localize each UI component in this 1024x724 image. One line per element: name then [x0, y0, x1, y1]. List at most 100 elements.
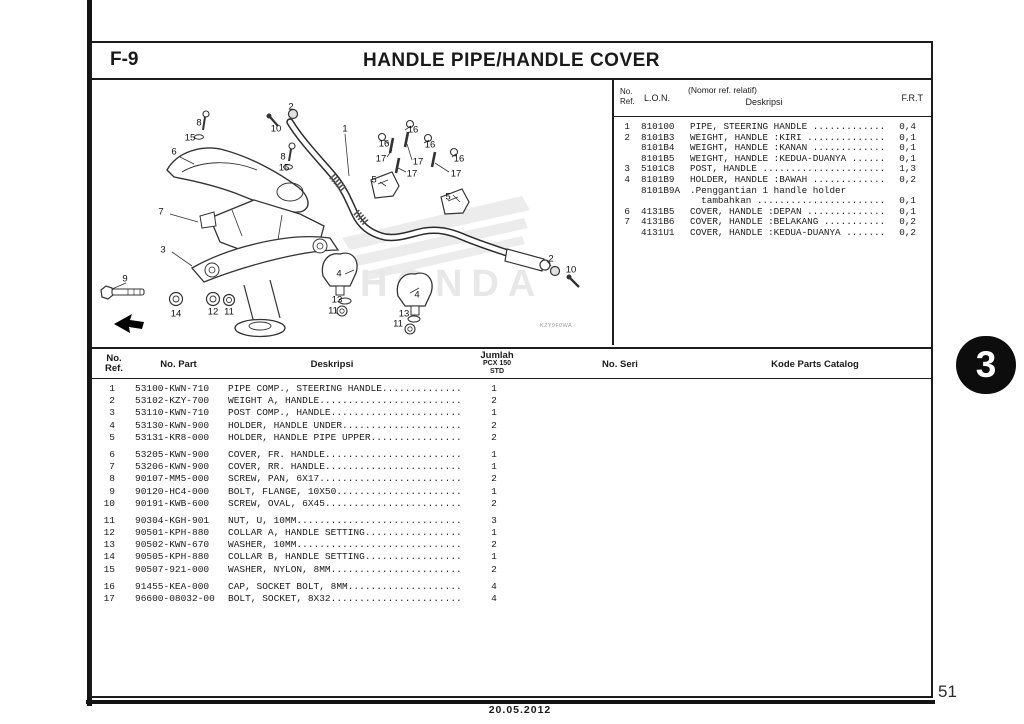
part-qty: 1 — [491, 407, 497, 419]
diagram-callout: 17 — [412, 156, 424, 168]
diagram-callout: 4 — [414, 289, 420, 301]
lon-header-frt: F.R.T — [901, 93, 924, 103]
diagram-callout: 5 — [445, 191, 451, 203]
part-ref: 16 — [103, 580, 115, 592]
lon-desc: tambahkan ....................... — [690, 195, 886, 207]
part-desc: SCREW, OVAL, 6X45.......................… — [228, 497, 462, 509]
part-qty: 1 — [491, 448, 497, 460]
part-qty: 1 — [491, 485, 497, 497]
part-number: 53110-KWN-710 — [135, 407, 210, 419]
parts-header-deskripsi: Deskripsi — [310, 359, 354, 370]
lon-table-header: No. Ref. L.O.N. (Nomor ref. relatif) Des… — [614, 80, 931, 117]
lon-desc: WEIGHT, HANDLE :KANAN ............. — [690, 142, 886, 154]
lon-frt: 0,4 — [899, 121, 916, 132]
diagram-callout: 2 — [288, 101, 294, 113]
lon-code: 810100 — [641, 121, 675, 132]
part-number: 53205-KWN-900 — [135, 448, 210, 460]
lon-code: 8101B9 — [641, 173, 675, 185]
lon-row: 8101B9A .Penggantian 1 handle holder — [614, 184, 931, 197]
lon-code: 8101B4 — [641, 142, 675, 154]
part-desc: CAP, SOCKET BOLT, 8MM...................… — [228, 580, 462, 592]
diagram-callout: 10 — [270, 123, 282, 135]
diagram-code: KZY9F0WA — [540, 323, 573, 329]
diagram-callout: 5 — [371, 174, 377, 186]
title-bar: F-9 HANDLE PIPE/HANDLE COVER — [92, 43, 931, 80]
lon-code: 8101B5 — [641, 152, 675, 164]
part-ref: 1 — [109, 383, 115, 394]
diagram-callout: 17 — [375, 153, 387, 165]
page-number: 51 — [938, 682, 957, 701]
diagram-callout: 11 — [328, 305, 338, 317]
part-qty: 1 — [491, 383, 497, 394]
part-desc: WASHER, NYLON, 8MM......................… — [228, 563, 462, 575]
diagram-callout: 15 — [184, 132, 196, 144]
part-qty: 2 — [491, 539, 497, 551]
print-date: 20.05.2012 — [488, 704, 552, 716]
parts-row: 16 91455-KEA-000 CAP, SOCKET BOLT, 8MM....… — [92, 581, 931, 593]
part-number: 96600-08032-00 — [135, 593, 215, 604]
part-qty: 2 — [491, 395, 497, 407]
part-ref: 12 — [103, 527, 115, 539]
diagram-callout: 7 — [158, 206, 164, 218]
part-desc: SCREW, PAN, 6X17........................… — [228, 473, 462, 485]
diagram-callout: 12 — [207, 306, 219, 318]
parts-header-jumlah: Jumlah PCX 150 STD — [480, 350, 514, 375]
diagram-callout: 11 — [393, 318, 403, 330]
lon-desc: .Penggantian 1 handle holder — [690, 184, 847, 196]
diagram-callout: 15 — [278, 162, 290, 174]
lon-frt: 1,3 — [899, 163, 916, 175]
part-number: 91455-KEA-000 — [135, 580, 210, 592]
part-qty: 2 — [491, 431, 497, 443]
lon-frt: 0,1 — [899, 131, 916, 143]
part-ref: 8 — [109, 473, 115, 485]
part-desc: COVER, RR. HANDLE.......................… — [228, 461, 462, 473]
diagram-callout: 16 — [407, 124, 419, 136]
section-code: F-9 — [110, 49, 139, 70]
part-desc: COLLAR A, HANDLE SETTING................… — [228, 527, 462, 539]
lon-header-lon: L.O.N. — [644, 93, 671, 103]
lon-desc: COVER, HANDLE :DEPAN .............. — [690, 205, 886, 217]
part-desc: BOLT, FLANGE, 10X50.....................… — [228, 485, 462, 497]
part-ref: 13 — [103, 539, 115, 551]
lon-code: 8101B3 — [641, 131, 675, 143]
diagram-callout: 17 — [450, 168, 462, 180]
part-number: 53131-KR8-000 — [135, 431, 210, 443]
part-qty: 2 — [491, 473, 497, 485]
part-qty: 4 — [491, 593, 497, 604]
part-qty: 1 — [491, 551, 497, 563]
part-desc: PIPE COMP., STEERING HANDLE.............… — [228, 383, 462, 394]
part-qty: 2 — [491, 419, 497, 431]
lon-ref: 7 — [624, 216, 630, 228]
diagram-callout: 14 — [170, 308, 182, 320]
diagram-callout: 17 — [406, 168, 418, 180]
svg-text:HONDA: HONDA — [360, 263, 544, 305]
lon-frt: 0,2 — [899, 216, 916, 228]
parts-header-seri: No. Seri — [602, 359, 638, 370]
part-qty: 2 — [491, 563, 497, 575]
diagram-callout: 1 — [342, 123, 348, 135]
part-number: 90505-KPH-880 — [135, 551, 210, 563]
parts-table-header: No. Ref. No. Part Deskripsi Jumlah PCX 1… — [92, 347, 931, 379]
lon-frt: 0,1 — [899, 152, 916, 164]
lon-frt: 0,1 — [899, 142, 916, 154]
fr-direction-arrow-icon — [114, 314, 144, 333]
part-desc: HOLDER, HANDLE UNDER....................… — [228, 419, 462, 431]
lon-code: 8101B9A — [641, 184, 681, 196]
part-desc: WASHER, 10MM............................… — [228, 539, 462, 551]
content-frame: F-9 HANDLE PIPE/HANDLE COVER HONDA — [90, 41, 933, 698]
part-ref: 4 — [109, 419, 115, 431]
